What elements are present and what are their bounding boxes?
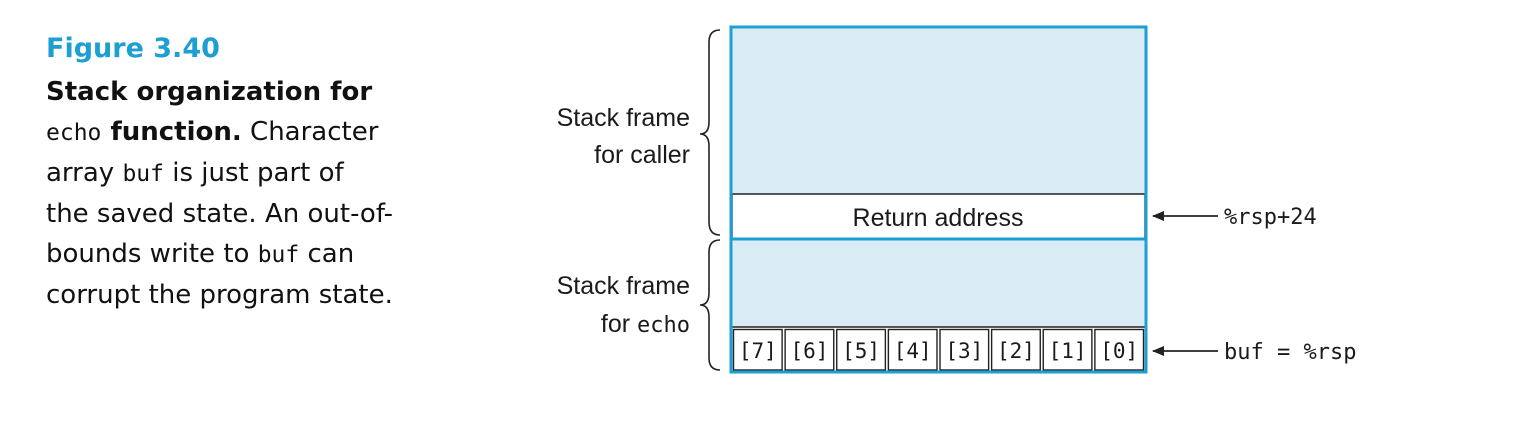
figure-caption: Figure 3.40 Stack organization for echo … [46, 26, 486, 315]
caller-frame-label-line2: for caller [594, 141, 690, 169]
caption-text: the saved state. An out-of- [46, 199, 393, 229]
buffer-cell-label: [6] [790, 339, 828, 363]
echo-frame-label-for: for [601, 310, 637, 338]
figure-number: Figure 3.40 [46, 33, 220, 64]
caption-code: echo [46, 120, 102, 146]
echo-frame-label-code: echo [637, 313, 690, 338]
caption-line: bounds write to buf can [46, 234, 486, 275]
caption-text: bounds write to [46, 239, 258, 269]
buffer-row: [7] [6] [5] [4] [3] [2] [1] [0] [732, 326, 1145, 371]
caption-line: the saved state. An out-of- [46, 194, 486, 234]
buffer-cell-label: [7] [739, 339, 777, 363]
caption-text: function. [101, 117, 242, 147]
caption-text: is just part of [164, 158, 344, 188]
return-address-label: Return address [853, 204, 1024, 232]
return-pointer-label: %rsp+24 [1224, 205, 1317, 230]
buffer-cell [784, 328, 835, 371]
caption-code: buf [122, 161, 164, 187]
buffer-cell-label: [3] [945, 339, 983, 363]
caption-line: array buf is just part of [46, 153, 486, 194]
caller-frame-region [732, 28, 1145, 194]
caption-code: buf [257, 242, 300, 268]
caller-frame-brace [699, 29, 721, 236]
buffer-cell [836, 328, 887, 371]
buffer-cell [1094, 328, 1145, 371]
echo-frame-label-line1: Stack frame [557, 272, 690, 300]
buffer-cell-label: [5] [842, 339, 880, 363]
buffer-cell [1042, 328, 1093, 371]
caller-frame-label-line1: Stack frame [557, 104, 690, 132]
caption-line: corrupt the program state. [46, 275, 486, 315]
buffer-cell [990, 328, 1041, 371]
buffer-cell-label: [0] [1100, 339, 1138, 363]
stack-outline [729, 25, 1148, 374]
buffer-cell [939, 328, 990, 371]
figure-title: Stack organization for [46, 77, 373, 107]
buf-pointer-label: buf = %rsp [1224, 340, 1356, 365]
echo-frame-region [732, 239, 1145, 327]
caption-text: corrupt the program state. [46, 280, 393, 310]
caption-text: can [299, 239, 355, 269]
caption-text: Character [241, 117, 379, 147]
caption-text: array [46, 158, 123, 188]
buffer-cell-label: [1] [1049, 339, 1087, 363]
echo-frame-label-line2: for echo [601, 310, 690, 338]
echo-frame-brace [699, 239, 721, 371]
buffer-cell [887, 328, 938, 371]
buffer-cell-label: [4] [894, 339, 932, 363]
buffer-cell-label: [2] [997, 339, 1035, 363]
caption-line: echo function. Character [46, 112, 486, 153]
buffer-cell [732, 328, 783, 371]
